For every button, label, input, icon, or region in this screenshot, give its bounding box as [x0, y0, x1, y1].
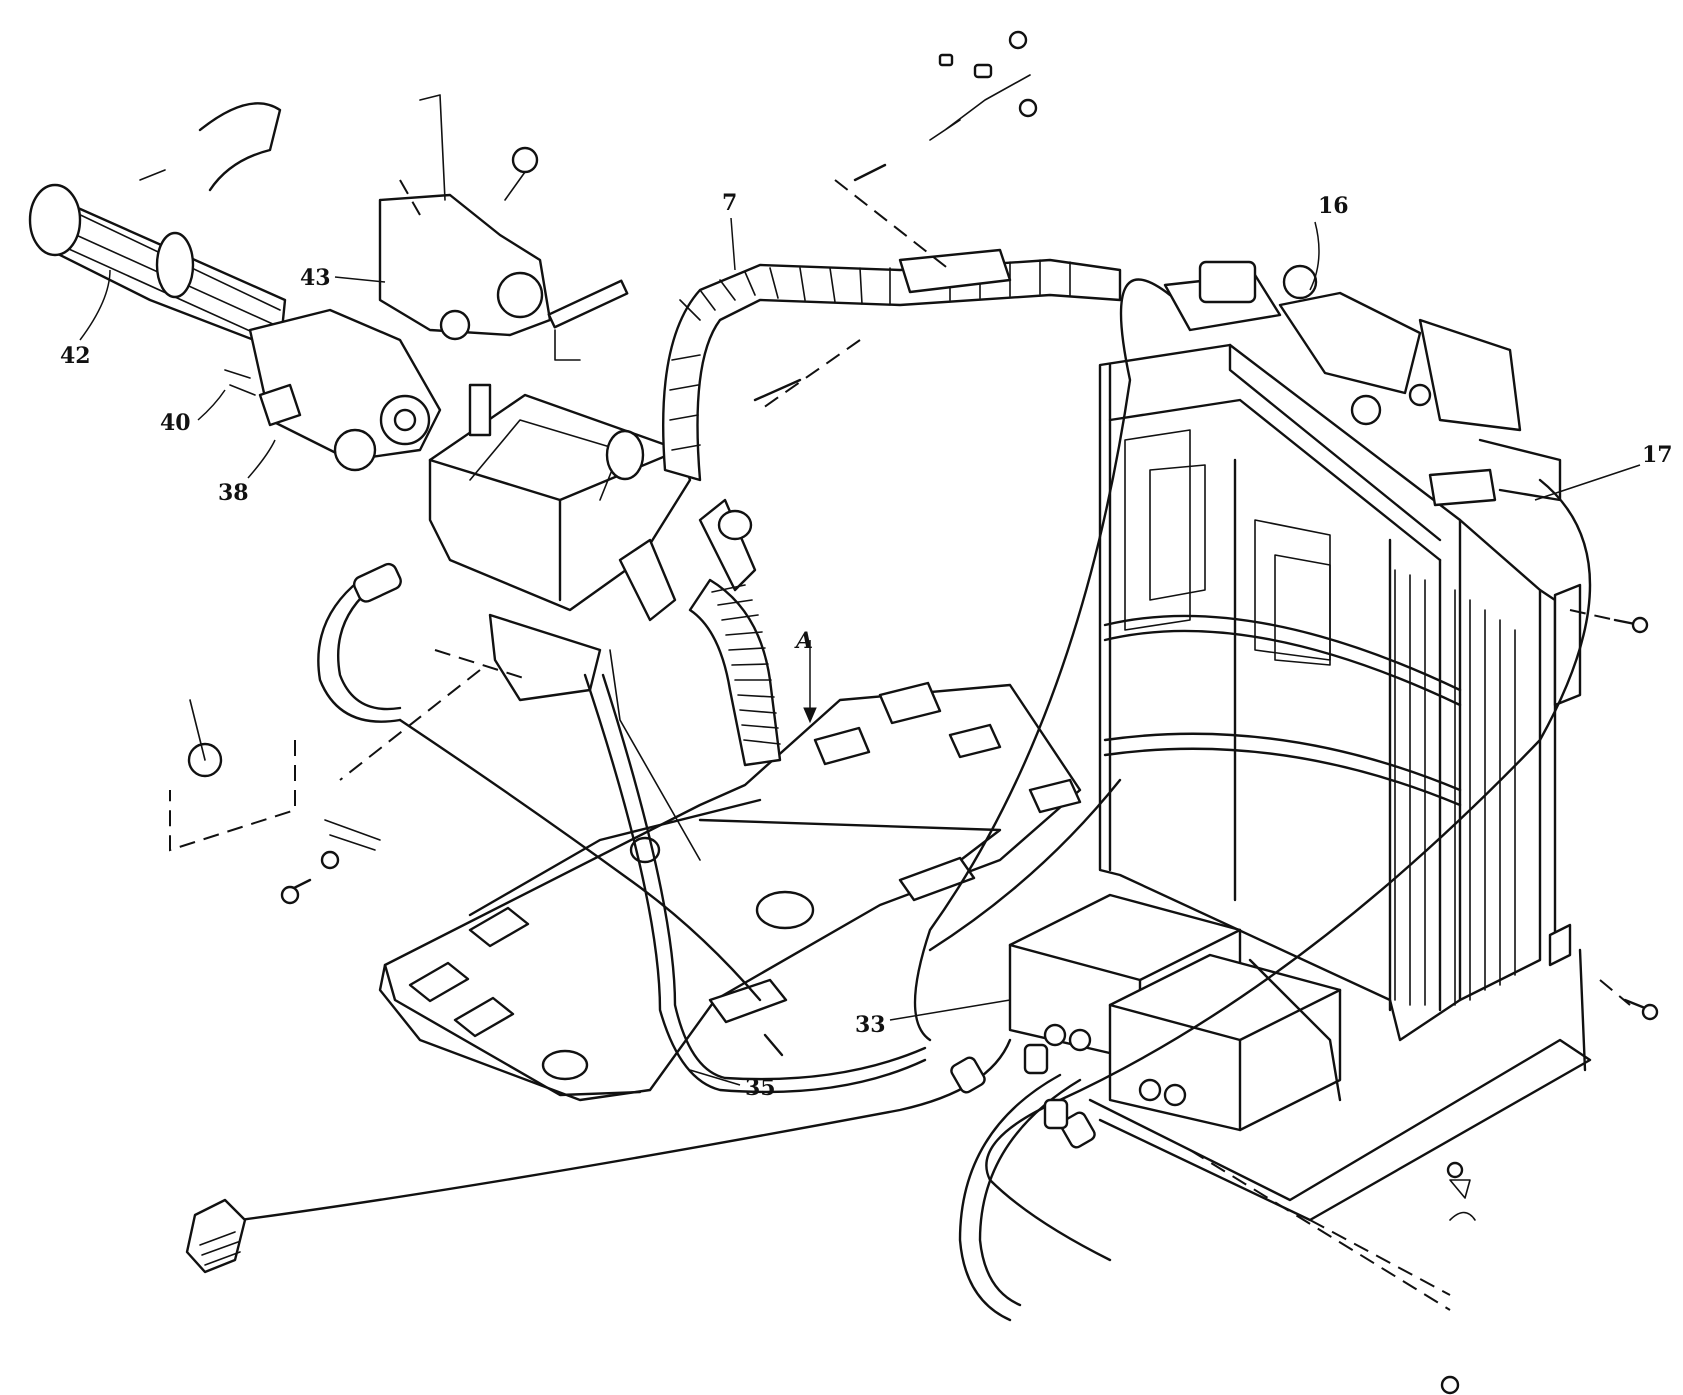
svg-text:42: 42	[60, 343, 91, 369]
svg-text:17: 17	[1642, 442, 1673, 468]
callout-42: 42	[60, 269, 111, 369]
flex-hose	[688, 578, 782, 767]
gun-assembly	[28, 183, 442, 472]
svg-text:A: A	[794, 628, 813, 654]
explode-lines	[169, 179, 1631, 1311]
svg-text:33: 33	[855, 1012, 886, 1038]
svg-text:38: 38	[218, 480, 249, 506]
battery-boxes	[1008, 893, 1592, 1222]
svg-text:7: 7	[722, 190, 737, 216]
feeder-unit	[139, 94, 552, 341]
base-frame	[378, 681, 1082, 1102]
frame-pads	[408, 681, 1082, 1081]
svg-text:40: 40	[160, 410, 191, 436]
callout-43: 43	[300, 265, 386, 291]
callouts: 42 43 40 38 7 16 17 33	[60, 190, 1673, 1101]
callout-16: 16	[1309, 193, 1349, 291]
backpack-unit	[1098, 260, 1582, 1042]
callout-38: 38	[218, 439, 276, 506]
ammo-chute	[662, 248, 1122, 482]
callout-33: 33	[855, 999, 1011, 1038]
svg-text:35: 35	[745, 1075, 776, 1101]
callout-40: 40	[160, 389, 226, 436]
callout-a: A	[794, 628, 817, 724]
loose-hardware	[187, 30, 1659, 1395]
control-handle-frame	[428, 383, 757, 702]
callout-35: 35	[689, 1069, 776, 1101]
callout-7: 7	[722, 190, 737, 271]
cables	[185, 278, 1592, 1322]
callout-17: 17	[1534, 442, 1673, 501]
svg-text:16: 16	[1318, 193, 1349, 219]
svg-text:43: 43	[300, 265, 331, 291]
